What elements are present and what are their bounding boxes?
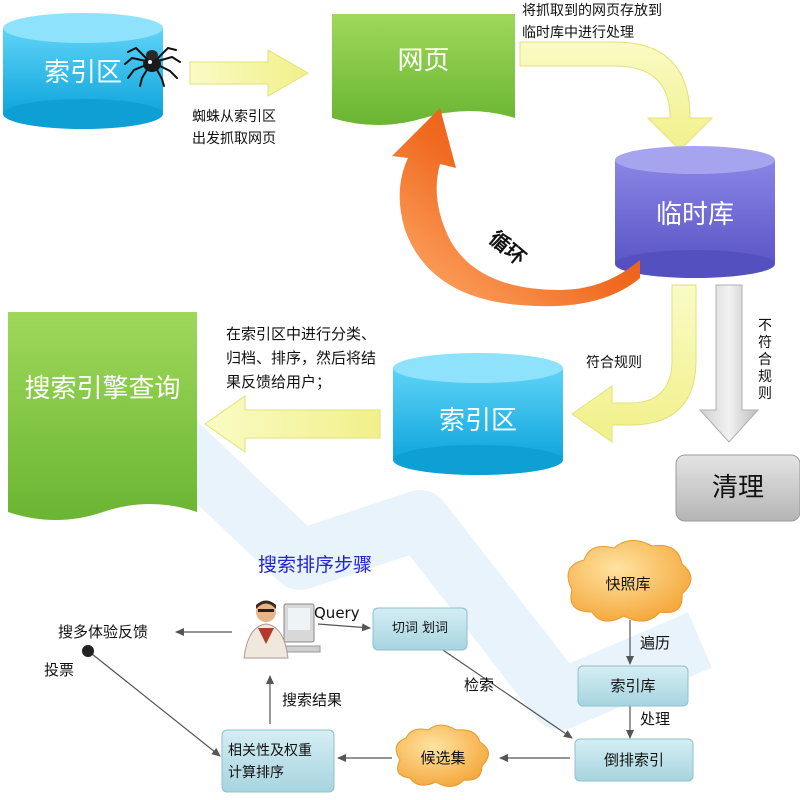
vote-dot xyxy=(82,645,94,657)
traverse-label: 遍历 xyxy=(640,634,671,652)
candidate-cloud xyxy=(395,724,489,787)
classify-line2: 归档、排序，然后将结 xyxy=(226,349,377,367)
index-db-box xyxy=(577,665,689,707)
temp-db-label: 临时库 xyxy=(655,200,734,230)
cleanup-box xyxy=(675,454,800,522)
spider-icon xyxy=(124,46,181,87)
arrow-tempdb-to-cleanup xyxy=(698,284,760,443)
rank-box xyxy=(221,729,335,793)
search-results-label: 搜索结果 xyxy=(282,691,343,709)
classify-line1: 在索引区中进行分类、 xyxy=(226,325,377,343)
index-db-mid xyxy=(393,353,563,475)
user-at-computer-icon xyxy=(243,600,321,659)
match-rule-label: 符合规则 xyxy=(586,355,642,371)
search-query-doc xyxy=(8,312,197,520)
search-query-label: 搜索引擎查询 xyxy=(24,374,181,404)
rank-line2: 计算排序 xyxy=(228,765,284,781)
arrow-tempdb-to-index xyxy=(571,284,697,443)
spider-note-line2: 出发抓取网页 xyxy=(192,131,276,147)
feedback-label: 搜多体验反馈 xyxy=(58,623,149,641)
arrow-webpage-to-tempdb xyxy=(519,41,714,151)
index-mid-label: 索引区 xyxy=(438,406,517,436)
classify-line3: 果反馈给用户； xyxy=(226,373,332,391)
index-db-label: 索引库 xyxy=(610,677,656,695)
webpage-label: 网页 xyxy=(397,46,450,76)
loop-arrow xyxy=(392,108,640,307)
temp-db xyxy=(615,146,775,278)
not-match-rule-label: 不符合规则 xyxy=(758,318,772,402)
store-note-line1: 将抓取到的网页存放到 xyxy=(522,3,662,19)
retrieve-label: 检索 xyxy=(464,676,495,694)
inverted-index-box xyxy=(574,738,694,782)
index-db-top xyxy=(3,13,163,129)
segment-label: 切词 划词 xyxy=(391,621,449,636)
segment-box xyxy=(372,607,468,651)
arrow-index-to-query xyxy=(204,395,381,453)
candidate-set-label: 候选集 xyxy=(420,749,466,767)
vote-label: 投票 xyxy=(44,661,75,679)
ranking-steps-title: 搜索排序步骤 xyxy=(258,554,373,576)
index-top-label: 索引区 xyxy=(43,58,122,88)
process-label: 处理 xyxy=(640,710,671,728)
arrow-segment-to-inverted xyxy=(439,647,573,739)
cleanup-label: 清理 xyxy=(711,473,764,503)
rank-line1: 相关性及权重 xyxy=(228,743,312,759)
snapshot-cloud xyxy=(567,540,692,622)
webpage-doc xyxy=(332,14,515,125)
arrow-spider-to-webpage xyxy=(189,49,310,97)
arrow-vote-to-rank xyxy=(91,653,221,757)
snapshot-db-label: 快照库 xyxy=(605,575,651,593)
spider-note-line1: 蜘蛛从索引区 xyxy=(192,109,276,125)
arrow-query-to-segment xyxy=(317,623,371,632)
store-note-line2: 临时库中进行处理 xyxy=(522,25,634,41)
query-label: Query xyxy=(314,604,360,622)
inverted-index-label: 倒排索引 xyxy=(603,751,664,769)
